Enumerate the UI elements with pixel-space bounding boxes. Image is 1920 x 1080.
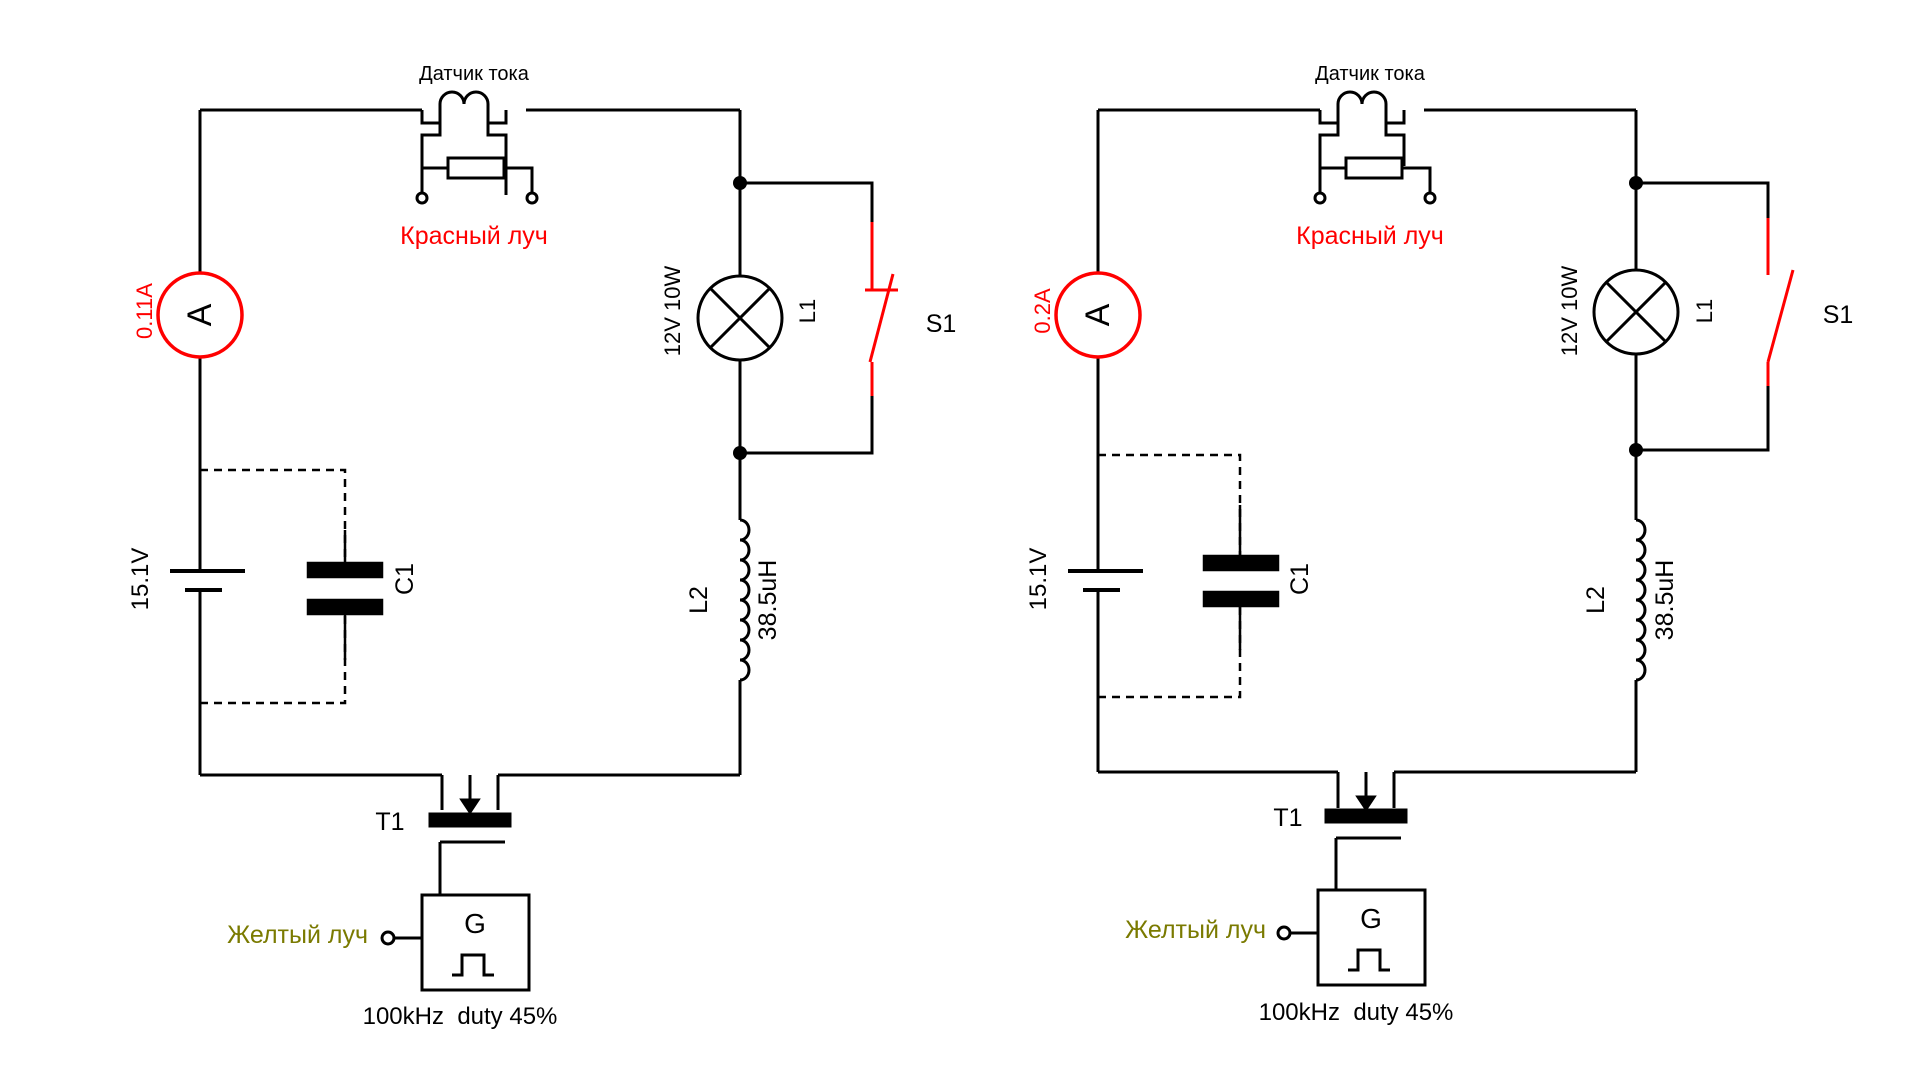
capacitor-branch bbox=[200, 468, 384, 705]
lamp-ref: L1 bbox=[1692, 299, 1717, 323]
inductor-ref: L2 bbox=[1582, 586, 1610, 614]
battery-voltage: 15.1V bbox=[127, 548, 154, 611]
current-sensor-label: Датчик тока bbox=[419, 63, 530, 85]
ammeter bbox=[156, 271, 244, 359]
lamp-rating: 12V 10W bbox=[660, 266, 685, 357]
circuit-left: Датчик тока Красный луч A 0.11A 12V 10W … bbox=[127, 63, 956, 1030]
lamp bbox=[1592, 268, 1680, 356]
lamp-rating: 12V 10W bbox=[1557, 266, 1582, 357]
battery-voltage: 15.1V bbox=[1025, 548, 1052, 611]
generator-params: 100kHz duty 45% bbox=[363, 1003, 558, 1030]
generator-params: 100kHz duty 45% bbox=[1259, 999, 1454, 1026]
ammeter bbox=[1054, 271, 1142, 359]
lamp-ref: L1 bbox=[795, 299, 820, 323]
transistor-ref: T1 bbox=[1273, 804, 1302, 832]
capacitor-branch bbox=[1098, 453, 1280, 699]
ammeter-symbol: A bbox=[181, 303, 219, 326]
generator-symbol: G bbox=[1360, 903, 1382, 934]
lamp bbox=[696, 274, 784, 362]
battery bbox=[170, 538, 245, 607]
generator bbox=[1276, 888, 1427, 987]
yellow-probe-label: Желтый луч bbox=[227, 921, 368, 949]
capacitor-ref: C1 bbox=[1286, 563, 1314, 595]
transistor bbox=[428, 775, 512, 895]
transistor bbox=[1324, 772, 1408, 890]
junction-dot bbox=[1629, 443, 1643, 457]
inductor-value: 38.5uH bbox=[754, 560, 782, 641]
ammeter-symbol: A bbox=[1079, 303, 1117, 326]
switch-ref: S1 bbox=[1823, 301, 1854, 329]
current-sensor bbox=[1313, 90, 1437, 205]
inductor-ref: L2 bbox=[685, 586, 713, 614]
wires bbox=[1096, 108, 1770, 774]
capacitor-ref: C1 bbox=[391, 563, 419, 595]
labels: Датчик тока Красный луч A 0.11A 12V 10W … bbox=[127, 63, 956, 1030]
red-probe-label: Красный луч bbox=[1296, 222, 1444, 250]
switch-ref: S1 bbox=[926, 310, 957, 338]
current-sensor-label: Датчик тока bbox=[1315, 63, 1426, 85]
circuit-right: Датчик тока Красный луч A 0.2A 12V 10W L… bbox=[1025, 63, 1853, 1026]
red-probe-label: Красный луч bbox=[400, 222, 548, 250]
labels: Датчик тока Красный луч A 0.2A 12V 10W L… bbox=[1025, 63, 1853, 1026]
junction-dot bbox=[1629, 176, 1643, 190]
ammeter-reading: 0.2A bbox=[1030, 288, 1055, 334]
battery bbox=[1068, 538, 1143, 607]
current-sensor bbox=[415, 90, 539, 205]
junction-dot bbox=[733, 446, 747, 460]
junction-dot bbox=[733, 176, 747, 190]
wires bbox=[198, 108, 874, 777]
transistor-ref: T1 bbox=[375, 808, 404, 836]
ammeter-reading: 0.11A bbox=[132, 283, 157, 339]
switch bbox=[865, 222, 898, 396]
switch bbox=[1766, 218, 1795, 386]
generator bbox=[380, 893, 531, 992]
inductor-value: 38.5uH bbox=[1651, 560, 1679, 641]
generator-symbol: G bbox=[464, 908, 486, 939]
yellow-probe-label: Желтый луч bbox=[1125, 916, 1266, 944]
